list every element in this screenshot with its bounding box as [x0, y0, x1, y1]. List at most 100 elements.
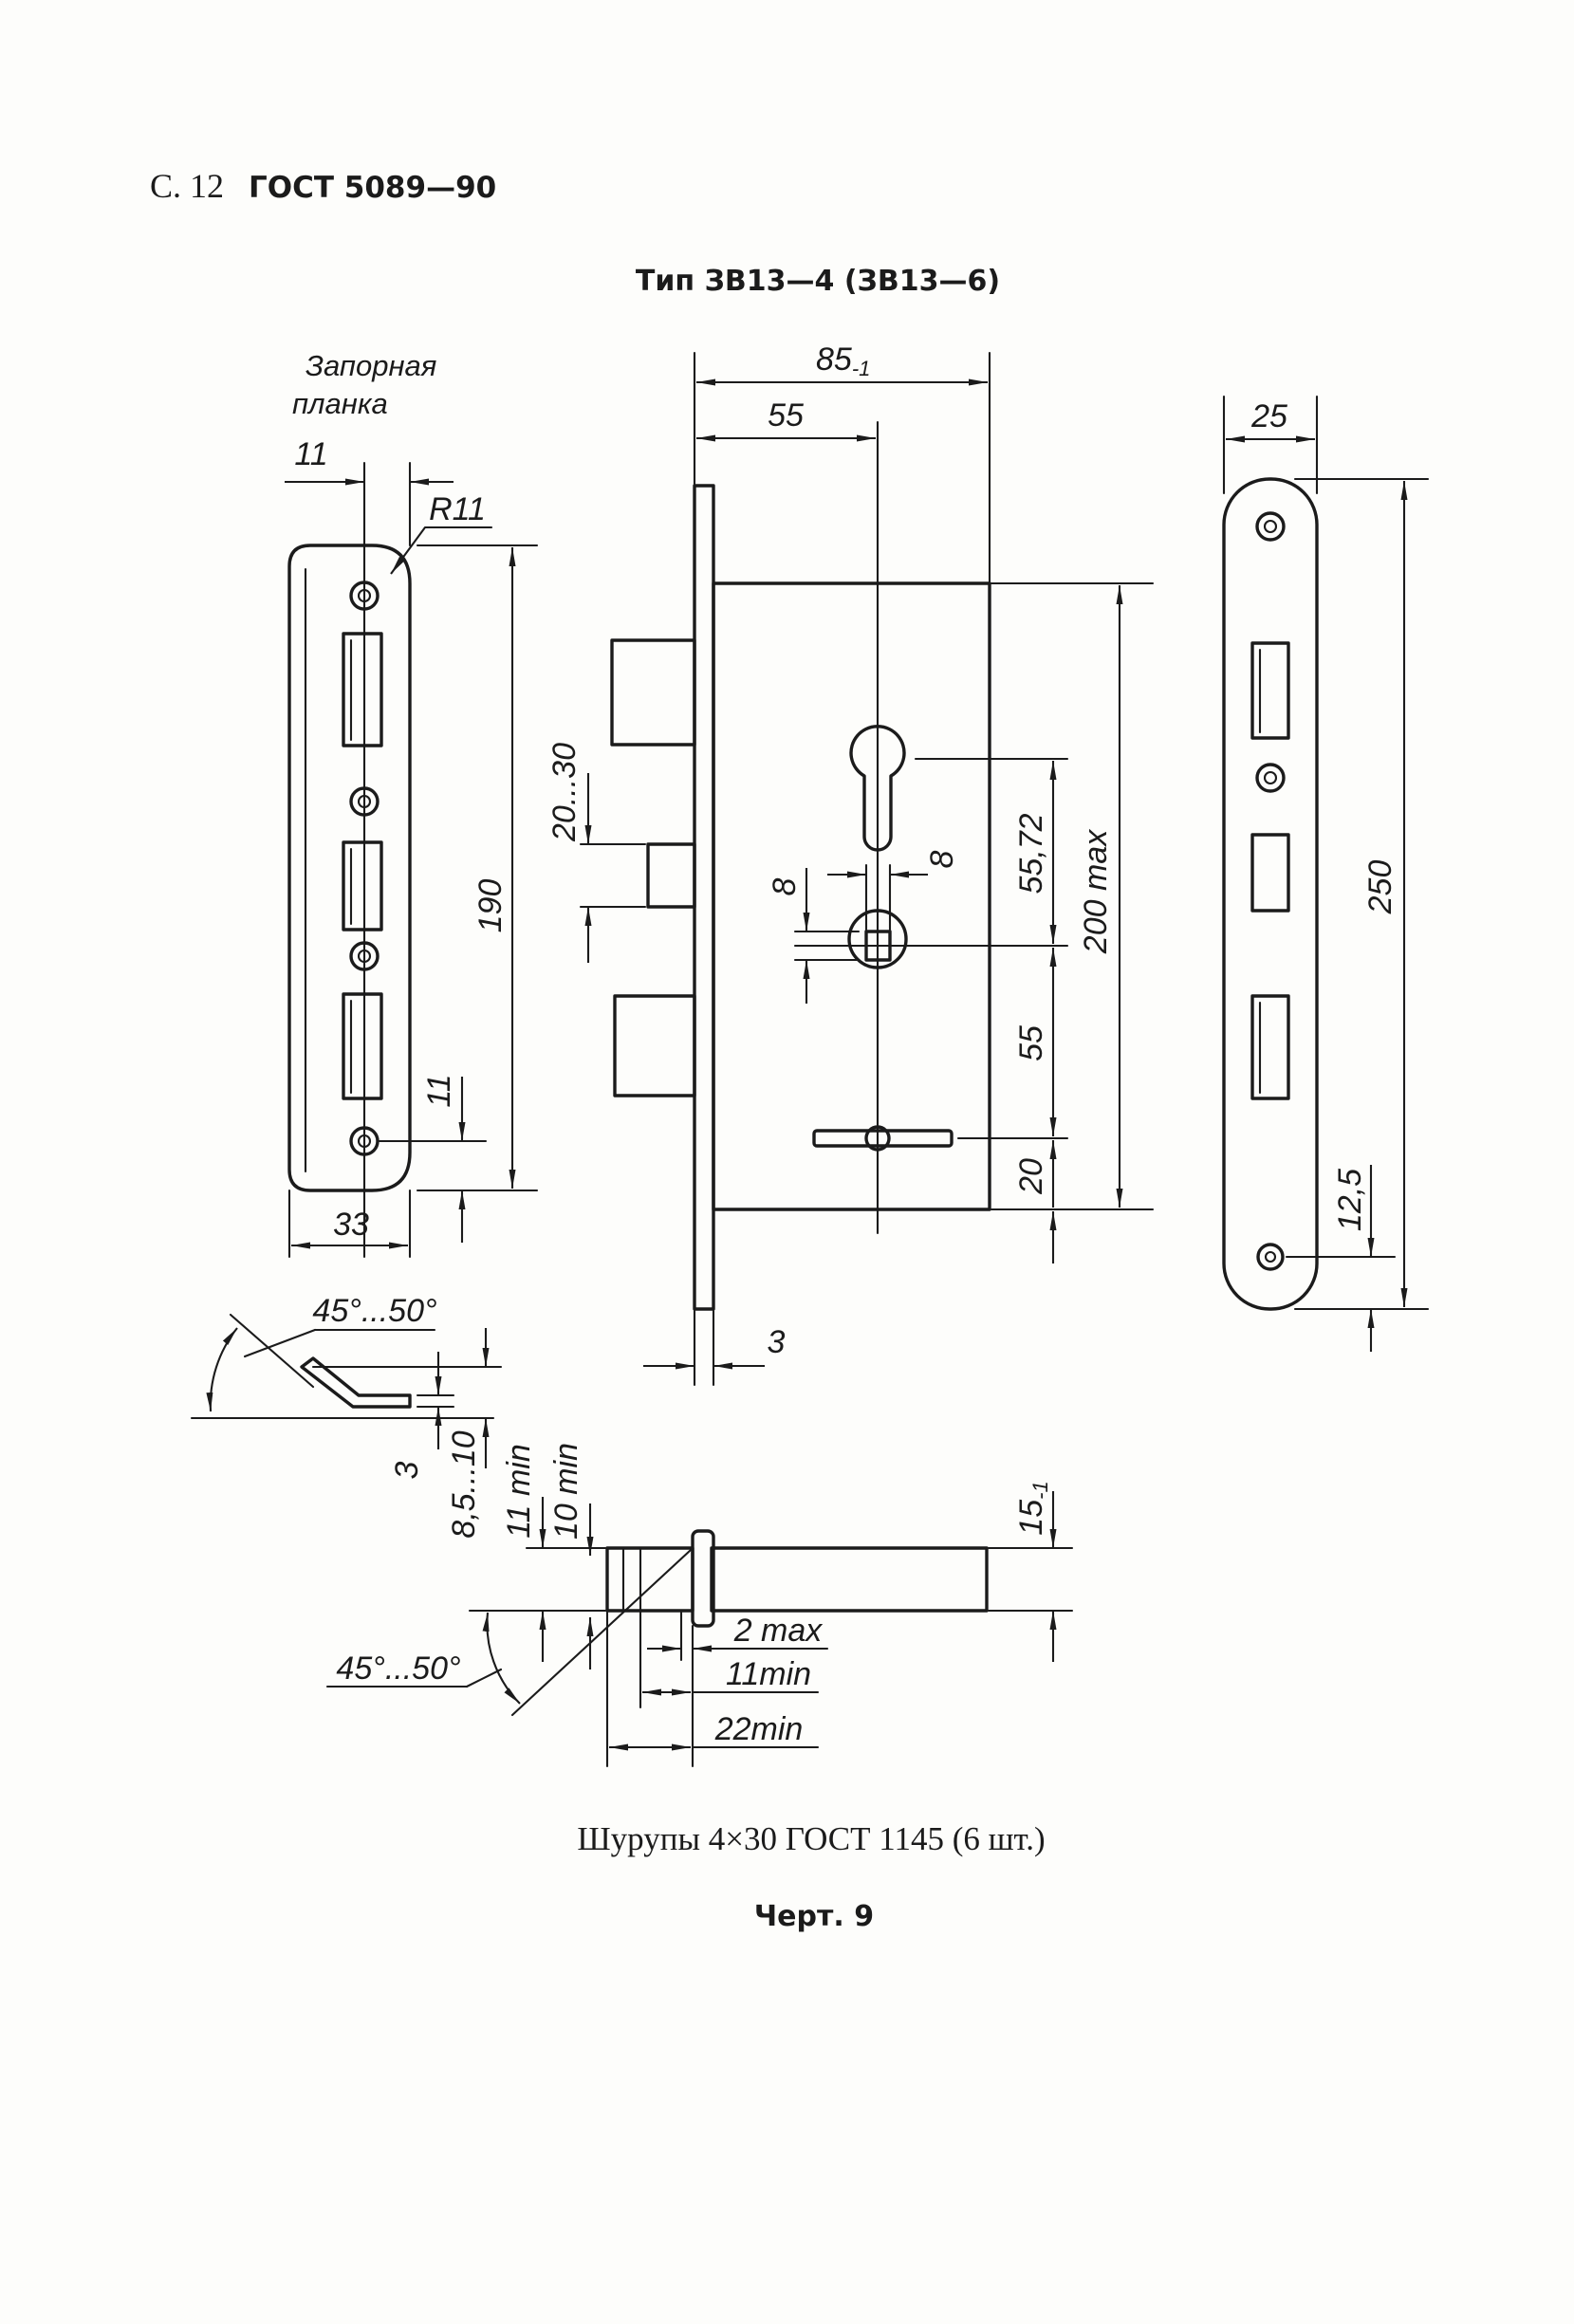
bolt-slot-lower	[342, 992, 383, 1100]
latch-bolt	[646, 842, 696, 909]
angle-reference-line	[229, 1313, 315, 1389]
dim-20: 20	[1013, 1140, 1057, 1263]
page-number: С. 12	[150, 167, 224, 205]
screws-note: Шурупы 4×30 ГОСТ 1145 (6 шт.)	[577, 1820, 1045, 1857]
cylinder-keyhole	[849, 725, 906, 852]
dim-text: 250	[1362, 860, 1398, 915]
dim-text: R11	[429, 491, 486, 527]
dim-text: 55,72	[1013, 813, 1049, 894]
dim-text: 55	[768, 397, 804, 433]
dim-8-horizontal: 8	[827, 850, 960, 931]
angle-arc	[482, 1612, 521, 1705]
dim-text: 190	[472, 879, 509, 933]
dim-2-max: 2 max	[647, 1613, 829, 1652]
dim-10-min-vertical: 10 min	[548, 1443, 594, 1669]
dim-55-low: 55	[1013, 948, 1057, 1136]
deadbolt-upper	[610, 638, 696, 747]
screw-hole-inner	[1263, 519, 1278, 534]
page-header: С. 12 ГОСТ 5089—90	[150, 167, 496, 205]
strike-plate-outline	[287, 544, 412, 1192]
dim-text: 15-1	[1013, 1481, 1052, 1535]
dim-15: 15-1	[1013, 1481, 1057, 1662]
faceplate-outline	[1222, 477, 1319, 1311]
dim-3-tongue: 3	[389, 1352, 442, 1479]
dim-55-top: 55	[696, 397, 876, 442]
dim-8-5-10: 8,5...10	[446, 1328, 490, 1539]
dim-11-min-vertical: 11 min	[501, 1444, 546, 1662]
dim-25: 25	[1226, 398, 1315, 443]
strike-tongue-detail: 45°...50° 3 8,5...10	[190, 1293, 503, 1539]
lock-case	[712, 581, 991, 1211]
dim-text: 3	[389, 1461, 425, 1479]
dim-text: 33	[333, 1207, 369, 1243]
lock-type-title: Тип ЗВ13—4 (ЗВ13—6)	[636, 265, 1000, 298]
screw-hole	[1255, 511, 1286, 542]
dim-text: 55	[1013, 1025, 1049, 1061]
faceplate-front-view: 25 250 12,5	[1222, 395, 1430, 1352]
dim-3-faceplate: 3	[643, 1324, 786, 1370]
dim-text: 200 max	[1078, 829, 1114, 954]
dim-11-plate: 11	[285, 436, 454, 486]
bent-tongue	[300, 1356, 412, 1409]
dim-value: 15	[1013, 1500, 1049, 1536]
dim-55-72: 55,72	[1013, 761, 1057, 944]
screw-hole-inner	[1264, 1250, 1277, 1263]
dim-250: 250	[1362, 481, 1408, 1307]
deadbolt-opening-upper	[1250, 641, 1290, 740]
dim-text: 45°...50°	[336, 1651, 460, 1687]
dim-angle-latch: 45°...50°	[325, 1612, 521, 1705]
dim-12-5: 12,5	[1332, 1165, 1375, 1352]
deadbolt-opening-lower	[1250, 994, 1290, 1100]
dim-tolerance: -1	[852, 357, 871, 380]
figure-number: Черт. 9	[754, 1900, 874, 1933]
dim-22-min: 22min	[609, 1711, 820, 1751]
strike-plate-view: Запорная планка	[285, 349, 539, 1259]
screw-hole	[1256, 1243, 1285, 1271]
latch-nose	[605, 1546, 694, 1613]
dim-text: 8	[767, 877, 803, 895]
dim-8-vertical: 8	[767, 868, 810, 1004]
leader-line	[465, 1668, 503, 1688]
dim-33: 33	[291, 1207, 408, 1249]
dim-text: 11	[294, 436, 327, 472]
screw-hole	[1255, 763, 1286, 793]
dim-text: 10 min	[548, 1443, 584, 1540]
dim-11-min-horizontal: 11min	[642, 1656, 820, 1696]
dim-text: 25	[1250, 398, 1287, 434]
dim-text: 20...30	[546, 743, 583, 842]
dim-text: 22min	[714, 1711, 804, 1747]
dim-text: 11min	[726, 1656, 811, 1692]
screw-hole-inner	[1263, 770, 1278, 785]
dim-text: 85-1	[816, 341, 870, 380]
latch-opening	[1250, 833, 1290, 913]
dim-tolerance: -1	[1028, 1481, 1052, 1500]
dim-20-30: 20...30	[546, 743, 592, 963]
dim-text: 11 min	[501, 1444, 537, 1539]
dim-text: 3	[768, 1324, 786, 1360]
latch-slot	[342, 840, 383, 931]
lock-faceplate	[693, 484, 715, 1311]
dim-text: 8,5...10	[446, 1430, 482, 1539]
strike-plate-slots	[342, 632, 383, 1100]
angle-arc	[206, 1327, 238, 1412]
strike-plate-label-line2: планка	[292, 387, 388, 420]
lock-body-view: 85-1 55 20...30 8 8 55,72	[546, 341, 1155, 1387]
deadbolt-lower	[613, 994, 696, 1097]
dim-11-screw: 11	[421, 1074, 466, 1243]
dim-190: 190	[472, 547, 516, 1189]
key-slot	[812, 1129, 954, 1148]
dim-200-max: 200 max	[1078, 585, 1123, 1208]
dim-text: 2 max	[733, 1613, 824, 1649]
latch-bolt-detail: 15-1 11 min 10 min 2 max 11min 22min	[325, 1443, 1074, 1768]
dim-text: 20	[1013, 1158, 1049, 1195]
dim-text: 45°...50°	[312, 1293, 436, 1329]
dim-r11: R11	[390, 491, 493, 575]
latch-shank	[710, 1546, 989, 1613]
dim-85: 85-1	[696, 341, 988, 386]
dim-text: 8	[924, 850, 960, 868]
dim-text: 11	[421, 1074, 457, 1107]
leader-line	[390, 526, 426, 575]
leader-line	[243, 1328, 317, 1358]
standard-number: ГОСТ 5089—90	[249, 171, 496, 205]
